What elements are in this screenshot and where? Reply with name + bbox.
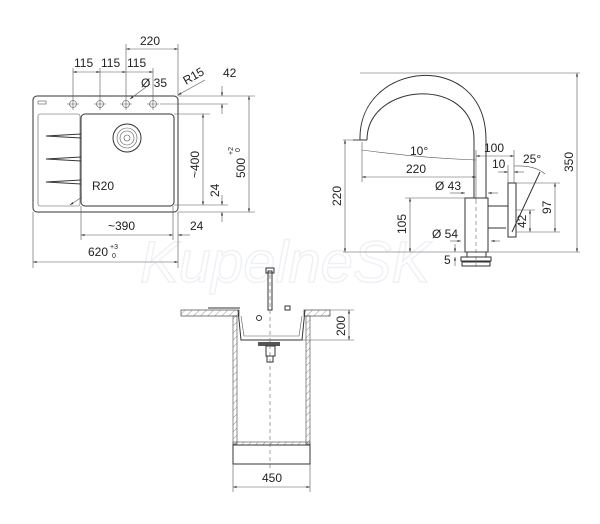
lever-mount: [488, 205, 508, 229]
faucet-body: [464, 197, 489, 253]
faucet-side-view: 350 220 105 10° 220 100 10 25° Ø 43 97 4…: [330, 72, 580, 270]
sink-bowl: [237, 309, 306, 341]
sink-top-view: 220 115 115 115 Ø 35 R15 42 ~400 24 500 …: [32, 34, 255, 268]
dim-cabinet-width: 450: [262, 471, 282, 485]
drain-icon: [112, 123, 142, 153]
sink-outline: [32, 95, 179, 213]
dim-total-width-tol-upper: +3: [110, 244, 118, 251]
dim-total-depth-tol-upper: +2: [228, 147, 235, 155]
dim-total-height: 350: [562, 152, 576, 172]
dim-spout-height: 220: [330, 186, 344, 206]
dim-corner-radius: R15: [181, 64, 207, 87]
sink-section-view: 200 450: [180, 267, 354, 492]
dim-bowl-width: ~390: [108, 219, 135, 233]
dim-hole-spacing-1: 115: [74, 56, 93, 70]
dim-total-depth: 500: [234, 158, 248, 178]
dim-hole-edge: 42: [223, 66, 237, 80]
drainboard-ribs: [45, 133, 82, 185]
tap-holes: [67, 98, 228, 110]
dim-reach: 220: [406, 162, 426, 176]
dim-angle-spout: 10°: [410, 144, 428, 158]
dim-right-edge: 24: [190, 219, 204, 233]
dim-hole-spacing-3: 115: [127, 56, 146, 70]
dim-total-width: 620: [88, 245, 108, 259]
dim-bowl-radius: R20: [92, 179, 114, 193]
dim-base-diameter: Ø 54: [432, 227, 458, 241]
drain-fitting: [258, 342, 280, 346]
dim-base-thickness: 5: [444, 253, 451, 267]
cabinet-plinth: [232, 444, 311, 465]
dim-body-height: 105: [395, 214, 409, 234]
dim-bowl-depth: ~400: [188, 151, 202, 178]
countertop-left: [180, 309, 240, 317]
dim-hole-spacing-2: 115: [101, 56, 120, 70]
dim-lever-lower: 42: [515, 214, 529, 228]
dim-faucet-offset: 220: [140, 34, 160, 48]
dim-bottom-edge: 24: [208, 183, 222, 197]
spout-inner: [366, 93, 475, 198]
countertop-right: [303, 309, 331, 317]
lever-handle: [511, 171, 541, 233]
cabinet-right-wall: [305, 315, 311, 445]
dim-total-width-tol-lower: 0: [112, 253, 116, 260]
watermark: KupelneSK: [140, 230, 433, 295]
dim-lever-height: 97: [540, 200, 554, 214]
overflow-slot: [37, 100, 47, 105]
cabinet-left-wall: [232, 315, 238, 445]
dim-sink-depth: 200: [334, 316, 348, 336]
dim-lever-offset: 100: [484, 141, 504, 155]
overflow-icon: [256, 315, 262, 321]
dim-lever-gap: 10: [492, 157, 506, 171]
dim-lever-angle: 25°: [523, 152, 541, 166]
dim-body-diameter: Ø 43: [435, 179, 461, 193]
dim-total-depth-tol-lower: 0: [235, 148, 242, 152]
dim-hole-diameter: Ø 35: [141, 76, 167, 90]
spout-outer: [359, 75, 487, 198]
drainboard: [37, 113, 81, 207]
